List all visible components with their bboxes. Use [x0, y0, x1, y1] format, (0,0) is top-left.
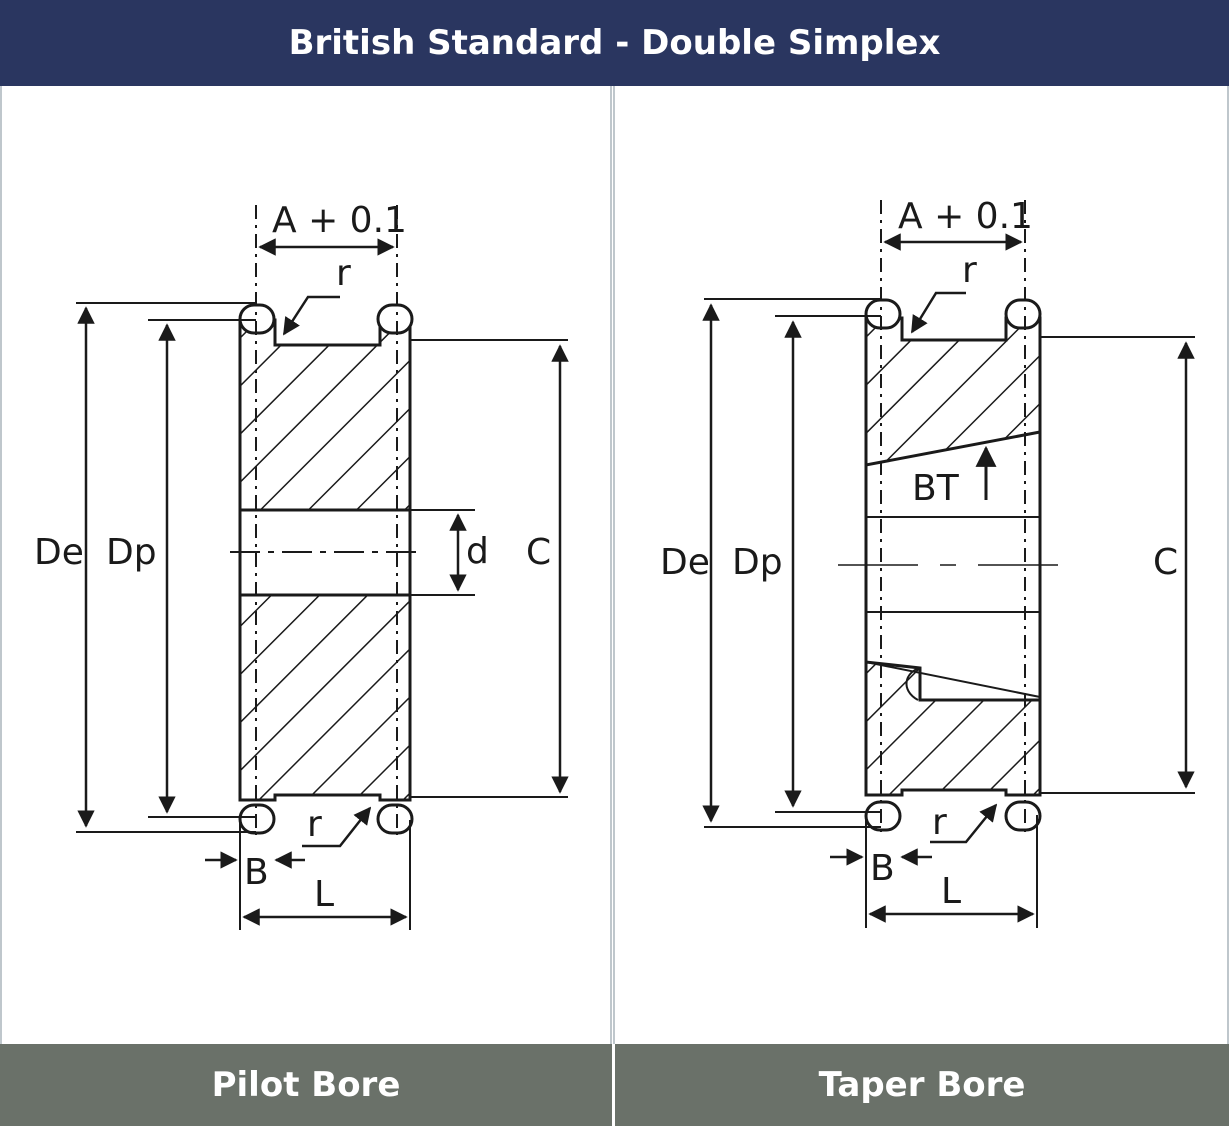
label-radius-top-left: r [336, 253, 351, 294]
label-width-right: A + 0.1 [898, 196, 1033, 237]
pilot-bore-label: Pilot Bore [0, 1044, 612, 1126]
label-de-left: De [34, 532, 84, 573]
label-radius-top-right: r [962, 250, 977, 291]
page-title: British Standard - Double Simplex [0, 0, 1229, 86]
taper-bore-panel [613, 86, 1229, 1044]
taper-section-lower [864, 660, 1042, 797]
label-c-left: C [526, 532, 551, 573]
taper-bore-label: Taper Bore [615, 1044, 1229, 1126]
label-radius-bottom-left: r [307, 804, 322, 845]
taper-bore-labels: A + 0.1 r De Dp C BT r B L [660, 196, 1178, 912]
bottom-margin [0, 1126, 1229, 1139]
label-bt: BT [912, 468, 960, 509]
taper-tooth-top-right [1004, 298, 1042, 330]
label-dp-left: Dp [106, 532, 157, 573]
pilot-bore-panel [0, 86, 612, 1044]
label-l-right: L [941, 871, 961, 912]
label-d-left: d [466, 531, 489, 572]
tooth-bottom-right [376, 803, 414, 835]
label-l-left: L [314, 874, 334, 915]
tooth-top-right [376, 303, 414, 335]
label-b-right: B [870, 848, 895, 889]
sprocket-section-upper [238, 318, 412, 512]
label-width-left: A + 0.1 [272, 200, 407, 241]
taper-tooth-bottom-right [1004, 800, 1042, 832]
label-radius-bottom-right: r [932, 802, 947, 843]
taper-section-upper [864, 316, 1042, 467]
taper-tooth-top-left [864, 298, 902, 330]
label-b-left: B [244, 852, 269, 893]
label-de-right: De [660, 542, 710, 583]
label-c-right: C [1153, 542, 1178, 583]
pilot-bore-labels: A + 0.1 r De Dp C d r B L [34, 200, 551, 915]
taper-tooth-bottom-left [864, 800, 902, 832]
pilot-bore-diagram [76, 205, 569, 930]
label-dp-right: Dp [732, 542, 783, 583]
taper-bore-diagram [702, 200, 1195, 928]
sprocket-section-lower [238, 593, 412, 802]
